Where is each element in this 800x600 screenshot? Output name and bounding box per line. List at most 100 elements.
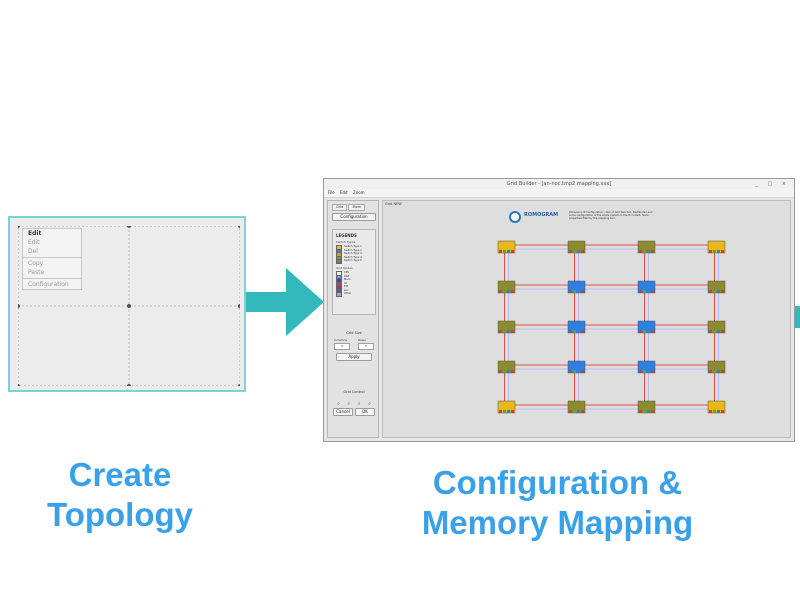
mesh-node-port: [647, 330, 650, 333]
mesh-node-port: [503, 250, 506, 253]
mesh-node: [497, 360, 516, 374]
mesh-node-port: [709, 330, 712, 333]
mesh-node-port: [507, 250, 510, 253]
legend-section-switch-types: Switch Types: [336, 240, 356, 244]
mesh-node-port: [647, 290, 650, 293]
noc-mesh-diagram: [497, 240, 726, 414]
mesh-node-port: [651, 370, 654, 373]
mesh-node-port: [709, 250, 712, 253]
menu-edit[interactable]: Edit: [339, 190, 348, 195]
mesh-node-port: [713, 330, 716, 333]
mesh-node-port: [639, 370, 642, 373]
menu-zoom[interactable]: Zoom: [353, 190, 365, 195]
menubar: File Edit Zoom: [324, 189, 794, 198]
mesh-node: [497, 400, 516, 414]
mesh-node-port: [717, 290, 720, 293]
mesh-node-port: [717, 410, 720, 413]
mesh-node-port: [511, 410, 514, 413]
mesh-node-port: [643, 290, 646, 293]
caption-line: Memory Mapping: [421, 503, 694, 541]
mesh-node: [567, 240, 586, 254]
mesh-node-port: [569, 290, 572, 293]
configuration-button[interactable]: Configuration: [332, 213, 376, 221]
mesh-node-port: [577, 410, 580, 413]
legend-label: Switch Type 5: [344, 259, 362, 262]
mesh-node-port: [573, 370, 576, 373]
menu-item-delete[interactable]: Del: [28, 248, 38, 255]
menu-item-paste[interactable]: Paste: [28, 269, 45, 276]
mesh-node-port: [709, 410, 712, 413]
mesh-node-port: [709, 370, 712, 373]
topology-grid: [18, 226, 240, 386]
ok-button[interactable]: OK: [355, 408, 375, 416]
menu-file[interactable]: File: [328, 190, 335, 195]
menu-item-edit[interactable]: Edit: [28, 230, 42, 237]
menu-item-copy[interactable]: Copy: [28, 260, 44, 267]
mesh-node-port: [511, 290, 514, 293]
mesh-node-port: [639, 410, 642, 413]
mesh-node-port: [643, 250, 646, 253]
zoom-icons[interactable]: ⌕ ⌕ ⌕ ⌕: [337, 401, 374, 407]
mesh-node-port: [709, 290, 712, 293]
mesh-node-port: [581, 290, 584, 293]
mesh-node-port: [721, 370, 724, 373]
mesh-node-port: [651, 410, 654, 413]
mesh-node: [637, 280, 656, 294]
mesh-node-port: [721, 250, 724, 253]
cancel-button[interactable]: Cancel: [333, 408, 353, 416]
mesh-node: [497, 320, 516, 334]
tab-mem[interactable]: Mem: [348, 204, 366, 211]
mesh-node-port: [713, 370, 716, 373]
mesh-node: [637, 240, 656, 254]
menu-separator: [23, 278, 81, 279]
mesh-node-port: [647, 410, 650, 413]
mesh-node-port: [651, 290, 654, 293]
legend-label: Acc: [344, 288, 349, 292]
mesh-node-port: [581, 250, 584, 253]
columns-input[interactable]: 4: [334, 343, 350, 350]
mesh-node-port: [569, 370, 572, 373]
legend-section-grid-nodes: Grid Nodes: [336, 266, 353, 270]
mesh-node-port: [511, 330, 514, 333]
apply-button[interactable]: Apply: [336, 353, 372, 361]
legend-label: Mem: [344, 278, 351, 281]
grid-canvas[interactable]: Grid NEW ROMOGRAM Dimension IP Configura…: [382, 200, 791, 438]
tab-grid[interactable]: Grid: [332, 204, 348, 211]
mesh-node: [707, 320, 726, 334]
legend-item: Switch Type 5: [336, 259, 362, 264]
mesh-node: [707, 240, 726, 254]
legend-label: Switch Type 4: [344, 255, 362, 259]
logo-area: ROMOGRAM Dimension IP Configuration - No…: [509, 209, 659, 227]
mesh-node-port: [713, 410, 716, 413]
canvas-tab[interactable]: Grid NEW: [385, 202, 402, 206]
mesh-node: [567, 400, 586, 414]
mesh-node-port: [577, 290, 580, 293]
mesh-node: [567, 360, 586, 374]
caption-create-topology: Create Topology: [20, 455, 220, 534]
mesh-node-port: [573, 250, 576, 253]
menu-item-configuration[interactable]: Configuration: [28, 281, 69, 288]
mesh-node-port: [573, 330, 576, 333]
logo-icon: [509, 211, 521, 223]
window-controls[interactable]: _ □ ×: [755, 181, 790, 187]
grid-size-label: Grid Size: [346, 331, 362, 335]
caption-line: Configuration &: [432, 464, 683, 501]
grid-control-label: Grid Control: [343, 390, 365, 394]
logo-description: Dimension IP Configuration - NoC of Grid…: [569, 211, 653, 220]
legend-label: Switch Type 2: [344, 248, 362, 252]
mesh-node-port: [573, 410, 576, 413]
mesh-node-port: [511, 250, 514, 253]
mesh-node-port: [721, 290, 724, 293]
rows-input[interactable]: 5: [358, 343, 374, 350]
menu-item-edit-2[interactable]: Edit: [28, 239, 40, 246]
mesh-node-port: [647, 250, 650, 253]
mesh-node-port: [577, 250, 580, 253]
configuration-window-screenshot: Grid Builder - [an-noc.tmp2.mapping.xxx]…: [323, 178, 795, 442]
mesh-node-port: [573, 290, 576, 293]
caption-line: Topology: [46, 495, 194, 533]
mesh-node-port: [499, 330, 502, 333]
legend-label: Switch Type 1: [344, 245, 362, 248]
mesh-node-port: [639, 290, 642, 293]
topology-context-menu: Edit Edit Del Copy Paste Configuration: [22, 228, 82, 290]
